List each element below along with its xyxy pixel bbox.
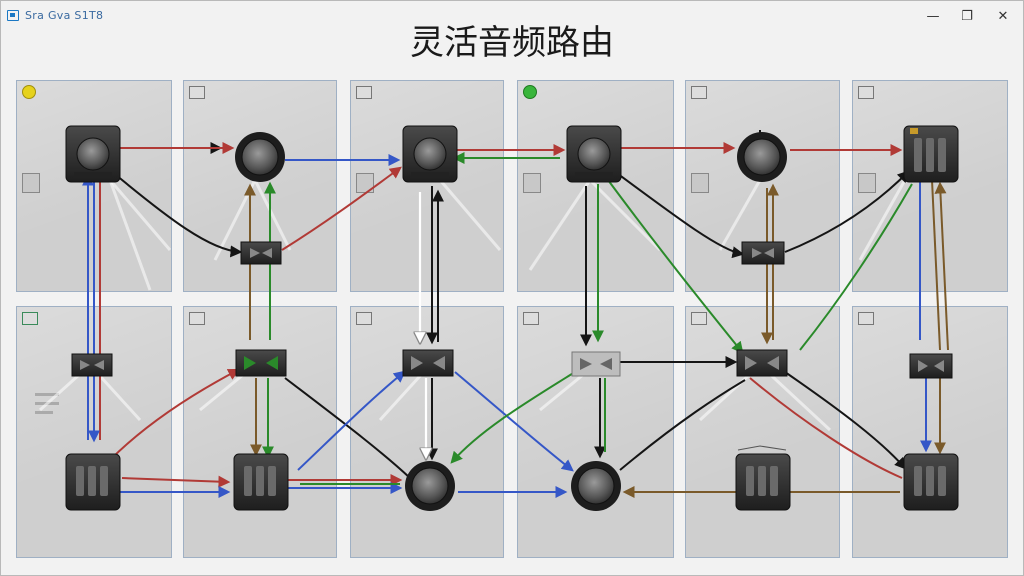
- panel-menu-icon[interactable]: [356, 86, 372, 99]
- panel-menu-icon[interactable]: [691, 86, 707, 99]
- title-bar: Sra Gva S1T8 — ❐ ✕: [1, 1, 1023, 31]
- splitter-block-icon[interactable]: [571, 351, 621, 377]
- minimize-button[interactable]: —: [919, 5, 947, 27]
- panel-side-icon[interactable]: [22, 173, 40, 193]
- rotary-knob-icon[interactable]: [235, 132, 285, 182]
- fader-module-icon[interactable]: [65, 453, 121, 511]
- panel-menu-icon[interactable]: [858, 86, 874, 99]
- splitter-block-icon[interactable]: [240, 241, 282, 265]
- panel-menu-icon[interactable]: [691, 312, 707, 325]
- panel-bottom-4[interactable]: [517, 306, 674, 558]
- panel-top-5[interactable]: [685, 80, 840, 292]
- maximize-icon: ❐: [961, 8, 973, 24]
- panel-menu-icon[interactable]: [189, 312, 205, 325]
- splitter-block-icon[interactable]: [235, 349, 287, 377]
- panel-top-4[interactable]: [517, 80, 674, 292]
- app-title: Sra Gva S1T8: [25, 9, 104, 22]
- status-led-yellow-icon: [22, 85, 36, 99]
- panel-menu-icon[interactable]: [22, 312, 38, 325]
- mixer-module-icon[interactable]: [65, 125, 121, 183]
- page-title: 灵活音频路由: [410, 23, 614, 63]
- panel-bottom-6[interactable]: [852, 306, 1008, 558]
- red-wires: [99, 142, 903, 488]
- panel-menu-icon[interactable]: [189, 86, 205, 99]
- fader-module-icon[interactable]: [233, 453, 289, 511]
- splitter-block-icon[interactable]: [71, 353, 113, 377]
- close-icon: ✕: [997, 8, 1009, 24]
- panel-menu-icon[interactable]: [858, 312, 874, 325]
- close-button[interactable]: ✕: [989, 5, 1017, 27]
- splitter-block-icon[interactable]: [736, 349, 788, 377]
- panel-side-icon[interactable]: [858, 173, 876, 193]
- splitter-block-icon[interactable]: [402, 349, 454, 377]
- fader-module-icon[interactable]: [903, 125, 959, 183]
- app-window-icon: [7, 10, 19, 21]
- maximize-button[interactable]: ❐: [953, 5, 981, 27]
- splitter-block-icon[interactable]: [909, 353, 953, 379]
- mixer-module-icon[interactable]: [566, 125, 622, 183]
- panel-bottom-2[interactable]: [183, 306, 337, 558]
- rotary-knob-icon[interactable]: [571, 461, 621, 511]
- panel-side-icon[interactable]: [523, 173, 541, 193]
- minimize-icon: —: [926, 8, 940, 24]
- panel-menu-icon[interactable]: [523, 312, 539, 325]
- panel-bottom-3[interactable]: [350, 306, 504, 558]
- panel-side-icon[interactable]: [691, 173, 709, 193]
- fader-module-icon[interactable]: [735, 445, 791, 511]
- rotary-knob-icon[interactable]: [405, 461, 455, 511]
- panel-menu-icon[interactable]: [356, 312, 372, 325]
- mixer-module-icon[interactable]: [402, 125, 458, 183]
- blue-wires: [82, 154, 932, 498]
- panel-bottom-5[interactable]: [685, 306, 840, 558]
- panel-top-6[interactable]: [852, 80, 1008, 292]
- rotary-knob-icon[interactable]: [737, 132, 787, 182]
- fader-module-icon[interactable]: [903, 453, 959, 511]
- status-led-green-icon: [523, 85, 537, 99]
- white-wires: [420, 192, 426, 458]
- splitter-block-icon[interactable]: [741, 241, 785, 265]
